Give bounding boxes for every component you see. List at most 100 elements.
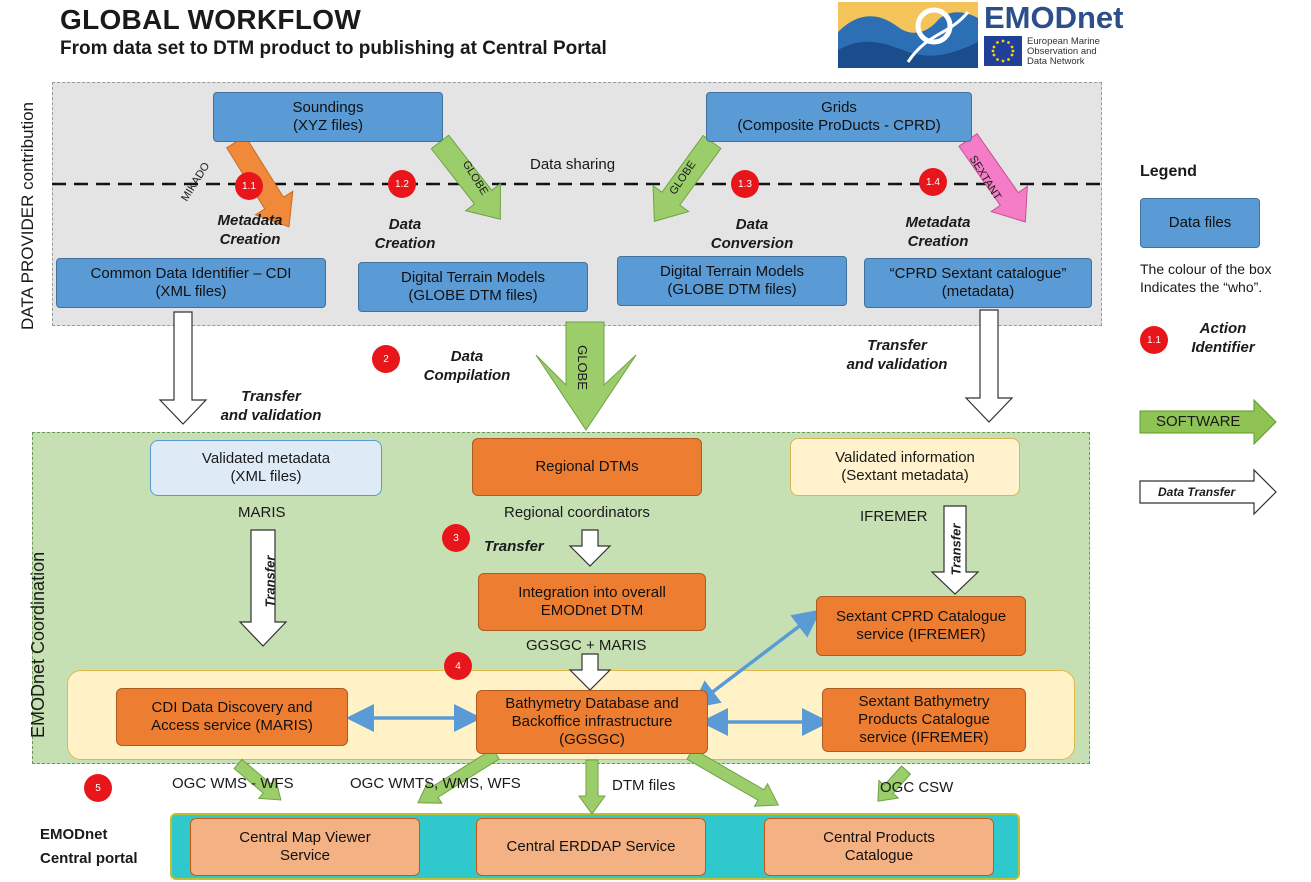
bathy-db-subtitle: Backoffice infrastructure bbox=[511, 712, 673, 730]
action-1-1-line2: Creation bbox=[219, 230, 281, 248]
maris-label: MARIS bbox=[238, 504, 286, 521]
cdi-service-title: CDI Data Discovery and bbox=[151, 698, 313, 716]
grids-box: Grids (Composite ProDucts - CPRD) bbox=[706, 92, 972, 142]
regional-coordinators-label: Regional coordinators bbox=[504, 504, 650, 521]
legend-title: Legend bbox=[1140, 163, 1197, 180]
sextant-cprd-subtitle: service (IFREMER) bbox=[856, 626, 986, 643]
grids-subtitle: (Composite ProDucts - CPRD) bbox=[737, 117, 941, 134]
integration-title: Integration into overall bbox=[518, 583, 666, 601]
dtm-1-subtitle: (GLOBE DTM files) bbox=[408, 287, 538, 304]
ggsgc-maris-label: GGSGC + MARIS bbox=[526, 637, 647, 654]
dtm-files-arrow bbox=[578, 759, 606, 815]
wms-wfs-arrow bbox=[233, 758, 282, 801]
bathy-cprd-link bbox=[690, 609, 822, 709]
integration-subtitle: EMODnet DTM bbox=[540, 602, 644, 619]
action-dot-4: 4 bbox=[444, 652, 472, 680]
integration-box: Integration into overall EMODnet DTM bbox=[478, 573, 706, 631]
action-2-line1: Data bbox=[450, 348, 484, 365]
action-dot-2: 2 bbox=[372, 345, 400, 373]
bathy-db-title: Bathymetry Database and bbox=[505, 694, 679, 712]
action-dot-1-2: 1.2 bbox=[388, 170, 416, 198]
bathy-db-owner: (GGSGC) bbox=[559, 731, 625, 749]
action-1-2-label: Data Creation bbox=[360, 216, 450, 254]
action-1-3-line2: Conversion bbox=[710, 234, 794, 252]
cdi-box: Common Data Identifier – CDI (XML files) bbox=[56, 258, 326, 308]
logo-tagline-3: Data Network bbox=[1027, 56, 1085, 67]
action-2-line2: Compilation bbox=[423, 366, 511, 384]
dtm-1-title: Digital Terrain Models bbox=[401, 268, 545, 286]
sextant-bathy-owner: service (IFREMER) bbox=[859, 729, 989, 747]
regional-dtms-title: Regional DTMs bbox=[535, 457, 639, 475]
portal-side-label-1: EMODnet bbox=[40, 826, 108, 843]
globe-arrow-1 bbox=[430, 134, 501, 220]
globe-compilation-label: GLOBE bbox=[574, 345, 590, 390]
csw-arrow bbox=[877, 765, 912, 802]
sextant-bathy-title: Sextant Bathymetry bbox=[858, 692, 990, 710]
logo-tagline-1: European Marine bbox=[1027, 36, 1100, 47]
dtm-2-subtitle: (GLOBE DTM files) bbox=[667, 281, 797, 298]
cprd-subtitle: (metadata) bbox=[941, 283, 1015, 300]
products-catalogue-title: Central Products bbox=[823, 828, 935, 846]
action-1-3-line1: Data bbox=[735, 216, 769, 233]
action-1-4-label: Metadata Creation bbox=[888, 214, 988, 252]
regional-transfer-arrow bbox=[568, 529, 612, 567]
dtm-files-label: DTM files bbox=[612, 777, 676, 794]
wmts-arrow bbox=[417, 748, 500, 804]
map-viewer-title: Central Map Viewer bbox=[239, 828, 371, 846]
soundings-box: Soundings (XYZ files) bbox=[213, 92, 443, 142]
maris-transfer-vertical-label: Transfer bbox=[262, 555, 278, 608]
page-title: GLOBAL WORKFLOW bbox=[60, 4, 362, 35]
legend-action-line1: Action bbox=[1199, 320, 1247, 337]
sextant-cprd-title: Sextant CPRD Catalogue bbox=[835, 607, 1007, 625]
erddap-title: Central ERDDAP Service bbox=[506, 837, 676, 855]
legend-software-label: SOFTWARE bbox=[1156, 413, 1241, 430]
emodnet-logo: EMODnet European Marine Observation and … bbox=[838, 0, 1124, 68]
dtm-box-1: Digital Terrain Models (GLOBE DTM files) bbox=[358, 262, 588, 312]
left-transfer-line1: Transfer bbox=[241, 388, 301, 405]
globe-arrow-2 bbox=[652, 134, 722, 222]
left-transfer-line2: and validation bbox=[220, 406, 322, 424]
erddap-box: Central ERDDAP Service bbox=[476, 818, 706, 876]
action-1-4-line1: Metadata bbox=[905, 214, 971, 231]
legend-action-label: Action Identifier bbox=[1178, 320, 1268, 358]
dtm-2-title: Digital Terrain Models bbox=[660, 262, 804, 280]
right-transfer-line2: and validation bbox=[846, 355, 948, 373]
action-1-2-line2: Creation bbox=[374, 234, 436, 252]
sextant-bathy-box: Sextant Bathymetry Products Catalogue se… bbox=[822, 688, 1026, 752]
validated-info-subtitle: (Sextant metadata) bbox=[841, 467, 969, 484]
validated-info-title: Validated information bbox=[835, 448, 975, 466]
map-viewer-subtitle: Service bbox=[279, 847, 331, 864]
map-viewer-box: Central Map Viewer Service bbox=[190, 818, 420, 876]
left-transfer-label: Transfer and validation bbox=[206, 388, 336, 426]
soundings-title: Soundings bbox=[292, 98, 364, 116]
grids-title: Grids bbox=[821, 98, 857, 116]
portal-side-label-2: Central portal bbox=[40, 850, 138, 867]
dtm-box-2: Digital Terrain Models (GLOBE DTM files) bbox=[617, 256, 847, 306]
wmts-label: OGC WMTS, WMS, WFS bbox=[350, 775, 521, 792]
cdi-service-subtitle: Access service (MARIS) bbox=[151, 717, 313, 734]
page-subtitle: From data set to DTM product to publishi… bbox=[60, 38, 607, 59]
right-transfer-line1: Transfer bbox=[867, 337, 927, 354]
cdi-title: Common Data Identifier – CDI bbox=[90, 264, 292, 282]
logo-wordmark: EMODnet bbox=[984, 0, 1124, 35]
validated-metadata-box: Validated metadata (XML files) bbox=[150, 440, 382, 496]
logo-tagline-2: Observation and bbox=[1027, 46, 1097, 57]
right-transfer-label: Transfer and validation bbox=[832, 337, 962, 375]
action-dot-1-3: 1.3 bbox=[731, 170, 759, 198]
cdi-subtitle: (XML files) bbox=[155, 283, 227, 300]
cprd-title: “CPRD Sextant catalogue” bbox=[889, 264, 1067, 282]
legend-colour-note-2: Indicates the “who”. bbox=[1140, 279, 1263, 295]
legend-action-line2: Identifier bbox=[1191, 338, 1255, 356]
maris-transfer-arrow bbox=[238, 529, 288, 647]
bathy-db-box: Bathymetry Database and Backoffice infra… bbox=[476, 690, 708, 754]
legend-colour-note-1: The colour of the box bbox=[1140, 261, 1272, 277]
legend-transfer-arrow bbox=[1139, 468, 1277, 516]
products-catalogue-subtitle: Catalogue bbox=[844, 847, 914, 864]
legend-action-dot: 1.1 bbox=[1140, 326, 1168, 354]
validated-info-box: Validated information (Sextant metadata) bbox=[790, 438, 1020, 496]
validated-metadata-title: Validated metadata bbox=[201, 449, 331, 467]
integration-transfer-arrow bbox=[568, 653, 612, 691]
wms-wfs-label: OGC WMS - WFS bbox=[172, 775, 294, 792]
soundings-subtitle: (XYZ files) bbox=[292, 117, 363, 134]
